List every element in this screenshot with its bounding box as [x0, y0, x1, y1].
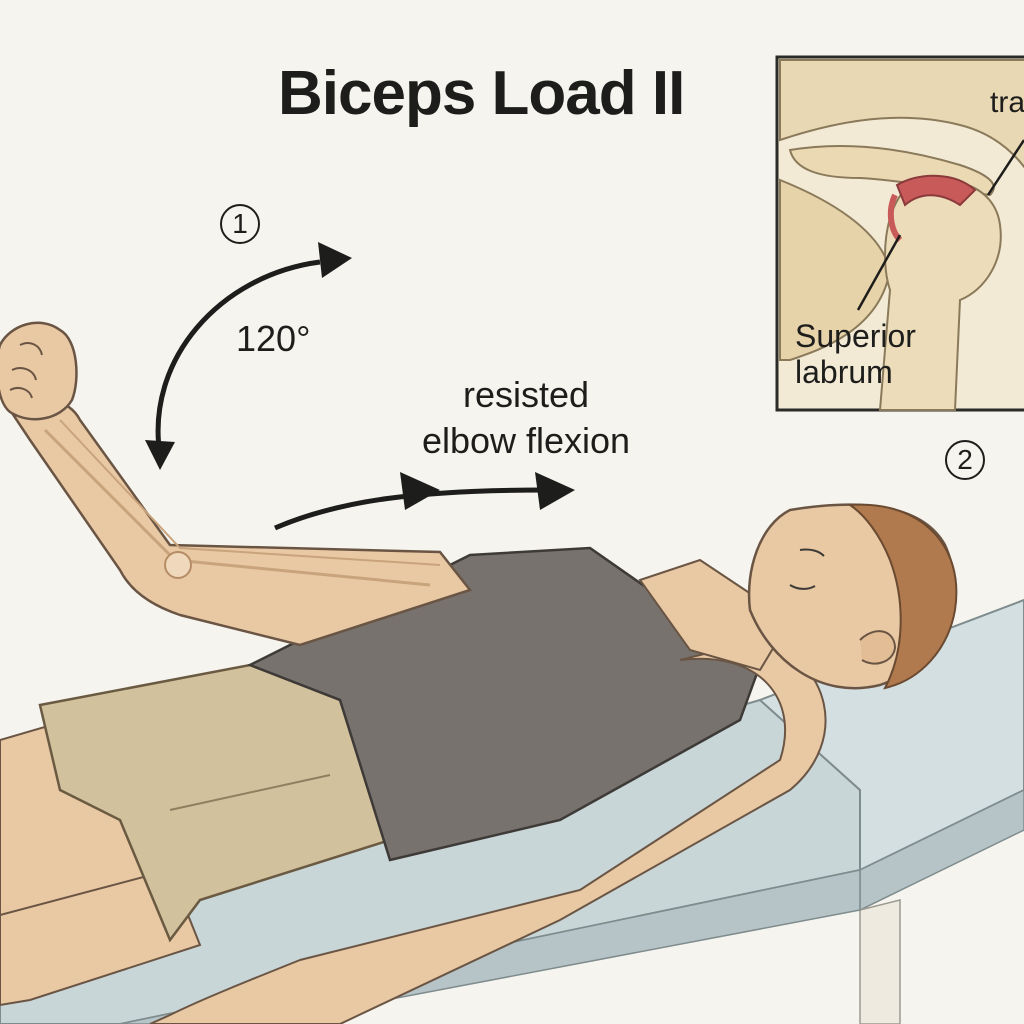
- superior-labrum-line2: labrum: [795, 354, 893, 390]
- fist: [0, 321, 78, 421]
- step-2-marker: 2: [945, 440, 985, 480]
- head: [638, 503, 958, 690]
- superior-labrum-label: Superior labrum: [795, 318, 916, 390]
- flexion-arrow: [274, 472, 575, 531]
- shoulder-inset: [775, 55, 1024, 412]
- superior-labrum-line1: Superior: [795, 318, 916, 354]
- truncated-label: tra: [990, 86, 1024, 119]
- motion-label-line2: elbow flexion: [421, 420, 631, 461]
- motion-label: resisted elbow flexion: [416, 372, 636, 464]
- rotation-arrow: [145, 242, 352, 470]
- angle-label: 120°: [236, 318, 311, 359]
- raised-arm: [8, 397, 473, 647]
- lower-arm: [149, 638, 827, 1024]
- motion-label-line1: resisted: [462, 374, 590, 415]
- step-1-marker: 1: [220, 204, 260, 244]
- diagram-title: Biceps Load II: [278, 59, 685, 128]
- shirt: [246, 546, 762, 862]
